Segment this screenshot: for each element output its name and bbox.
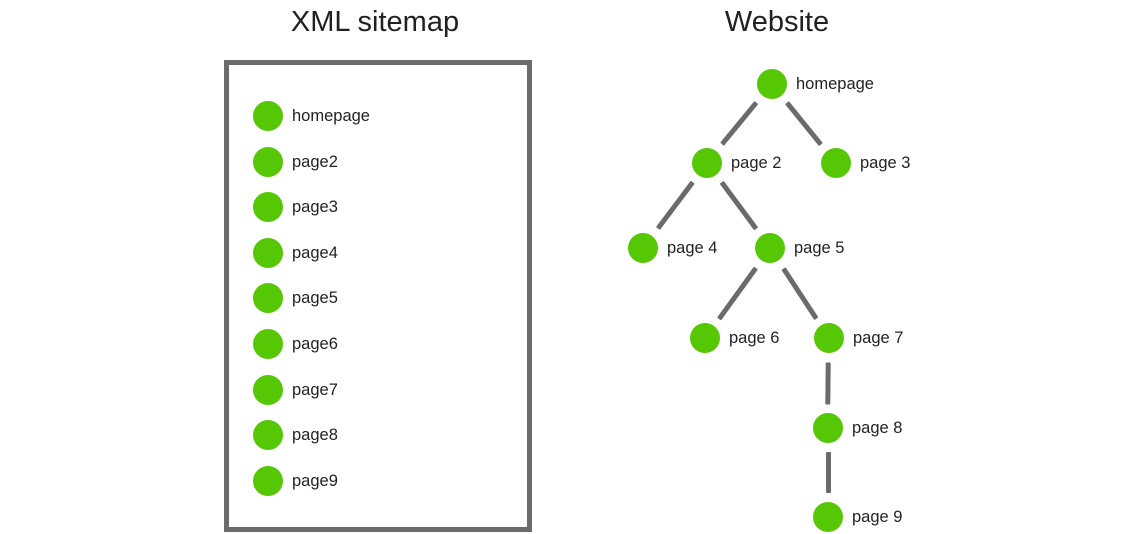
tree-node-dot-page2 [692, 148, 722, 178]
tree-node-dot-page4 [628, 233, 658, 263]
tree-edge-page5-to-page6 [717, 265, 758, 321]
tree-edge-page5-to-page7 [781, 266, 818, 320]
tree-edge-homepage-to-page2 [720, 100, 759, 147]
tree-edge-page2-to-page4 [655, 180, 695, 231]
sitemap-node-dot [253, 283, 283, 314]
tree-node-label-page7: page 7 [853, 329, 904, 347]
sitemap-item-label: page3 [292, 198, 338, 217]
sitemap-item-label: page5 [292, 289, 338, 308]
sitemap-item-label: page8 [292, 426, 338, 445]
tree-edge-page2-to-page5 [719, 180, 758, 231]
sitemap-item-label: page9 [292, 471, 338, 490]
tree-edge-page7-to-page8 [825, 361, 832, 405]
page-title-xml-sitemap: XML sitemap [290, 6, 460, 38]
tree-node-dot-page6 [690, 323, 720, 353]
sitemap-node-dot [253, 465, 283, 496]
sitemap-item-label: page7 [292, 380, 338, 399]
tree-node-dot-homepage [757, 69, 787, 99]
tree-node-label-page9: page 9 [852, 508, 903, 526]
tree-edge-page8-to-page9 [825, 452, 831, 493]
tree-node-label-page4: page 4 [667, 239, 718, 257]
sitemap-item-label: homepage [292, 107, 370, 125]
sitemap-node-dot [253, 374, 283, 405]
page-title-website: Website [724, 6, 830, 38]
sitemap-node-dot [253, 146, 283, 177]
tree-node-label-page6: page 6 [729, 329, 780, 347]
tree-node-dot-page9 [813, 502, 843, 532]
sitemap-item-label: page6 [292, 335, 338, 353]
sitemap-node-dot [253, 101, 283, 131]
tree-node-dot-page5 [755, 233, 785, 263]
sitemap-item-label: page4 [292, 243, 338, 262]
tree-node-label-page3: page 3 [860, 154, 911, 172]
tree-node-label-page2: page 2 [731, 154, 782, 172]
tree-node-label-page5: page 5 [794, 239, 845, 257]
tree-node-dot-page3 [821, 148, 851, 178]
tree-edge-homepage-to-page3 [785, 101, 823, 146]
sitemap-node-dot [253, 420, 283, 451]
tree-node-dot-page8 [813, 413, 843, 443]
tree-node-dot-page7 [814, 323, 844, 353]
tree-node-label-page8: page 8 [852, 419, 903, 437]
sitemap-node-dot [253, 329, 283, 359]
tree-node-label-homepage: homepage [796, 75, 874, 93]
sitemap-item-label: page2 [292, 152, 338, 171]
sitemap-node-dot [253, 192, 283, 223]
sitemap-node-dot [253, 237, 283, 268]
